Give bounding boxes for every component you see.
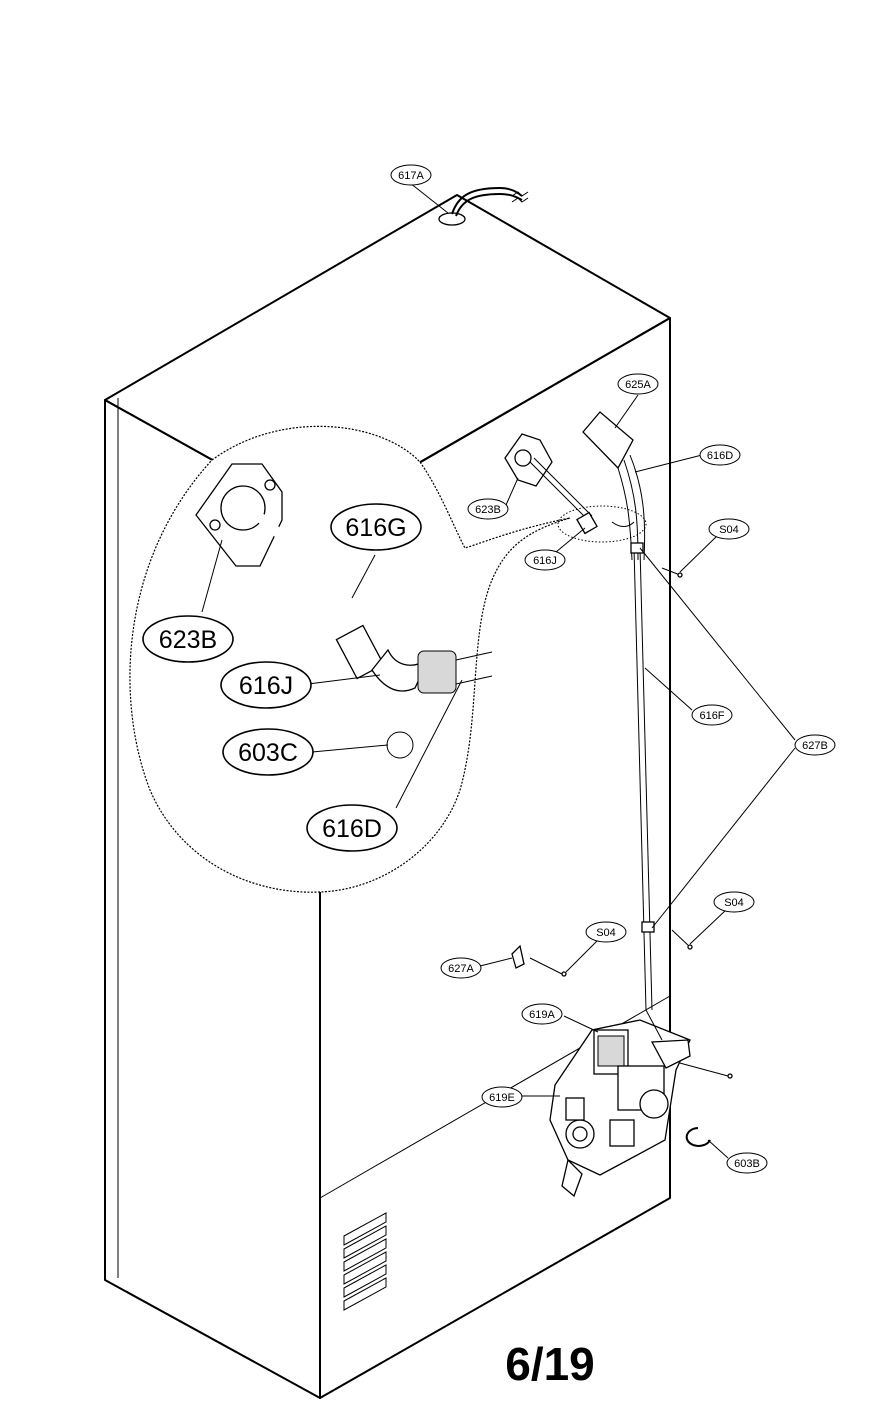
detail-callout-623B: 623B <box>142 615 234 663</box>
callout-623B: 623B <box>467 498 509 520</box>
callout-label: 616D <box>322 815 382 843</box>
callout-label: 625A <box>625 379 651 391</box>
water-filter-625A <box>582 411 646 561</box>
detail-callout-616G: 616G <box>330 503 422 551</box>
page-number: 6/19 <box>505 1338 595 1390</box>
ice-maker-fill-tube <box>504 433 647 543</box>
callout-619A: 619A <box>521 1003 563 1025</box>
callout-label: S04 <box>724 897 744 909</box>
callout-616D: 616D <box>699 444 741 466</box>
callout-603B: 603B <box>726 1152 768 1174</box>
screws <box>529 567 733 1079</box>
callout-label: S04 <box>719 524 739 536</box>
callout-label: 616J <box>533 555 557 567</box>
callout-label: 627B <box>802 740 828 752</box>
detail-callout-616D: 616D <box>306 804 398 852</box>
callout-label: 623B <box>159 626 217 654</box>
clamp-627A <box>511 944 525 969</box>
callout-S04-top: S04 <box>708 518 750 540</box>
water-valve-assembly <box>549 1009 691 1198</box>
callout-label: S04 <box>596 927 616 939</box>
callout-label: 623B <box>475 504 501 516</box>
callout-label: 603C <box>238 739 298 767</box>
callout-619E: 619E <box>481 1086 523 1108</box>
callout-617A: 617A <box>390 164 432 186</box>
callout-625A: 625A <box>617 373 659 395</box>
callout-S04-right: S04 <box>713 891 755 913</box>
water-tube-616F <box>630 542 655 1011</box>
detail-callout-616J: 616J <box>220 661 312 709</box>
callout-label: 617A <box>398 170 424 182</box>
callout-627B: 627B <box>794 734 836 756</box>
callout-label: 616D <box>707 450 733 462</box>
leader-lines <box>409 182 796 1159</box>
callout-label: 619E <box>489 1092 515 1104</box>
callout-label: 619A <box>529 1009 555 1021</box>
callout-label: 616G <box>345 514 406 542</box>
top-water-tube <box>438 187 529 226</box>
callout-616F: 616F <box>691 704 733 726</box>
callout-label: 627A <box>448 963 474 975</box>
callout-label: 616J <box>239 672 293 700</box>
callout-label: 603B <box>734 1158 760 1170</box>
callout-label: 616F <box>699 710 724 722</box>
detail-magnified-view <box>129 425 571 893</box>
detail-callout-603C: 603C <box>222 728 314 776</box>
callout-S04-mid: S04 <box>585 921 627 943</box>
callout-616J: 616J <box>524 549 566 571</box>
vent-grille <box>343 1212 387 1311</box>
callout-627A: 627A <box>440 957 482 979</box>
clip-603B <box>685 1127 711 1147</box>
